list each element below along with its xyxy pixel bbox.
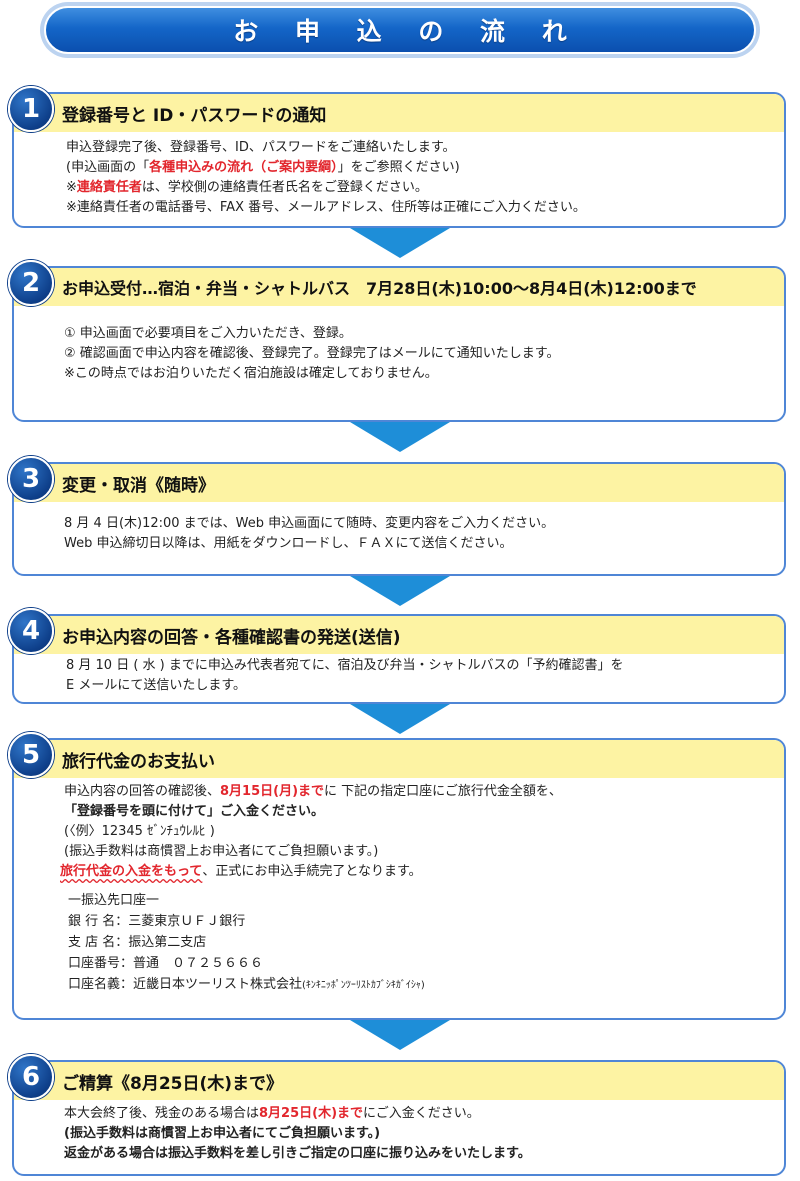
step-1-line-3: ※連絡責任者は、学校側の連絡責任者氏名をご登録ください。 [66,180,428,195]
account-branch: 支 店 名：振込第二支店 [68,935,207,950]
step-2-body: ① 申込画面で必要項目をご入力いただき、登録。 ② 確認画面で申込内容を確認後、… [14,306,784,384]
flow-arrow-2 [350,422,450,452]
step-number-4: 4 [8,608,54,654]
flow-arrow-3 [350,576,450,606]
step-5-body: 申込内容の回答の確認後、8月15日(月)までに 下記の指定口座にご旅行代金全額を… [14,778,784,996]
step-number-3: 3 [8,456,54,502]
step-3-line-1: 8 月 4 日(木)12:00 までは、Web 申込画面にて随時、変更内容をご入… [64,516,555,531]
step-4-line-2: E メールにて送信いたします。 [66,678,247,693]
title-banner-inner: お 申 込 の 流 れ [44,6,756,54]
step-5-line-1: 申込内容の回答の確認後、8月15日(月)までに 下記の指定口座にご旅行代金全額を… [64,784,562,799]
step-3-body: 8 月 4 日(木)12:00 までは、Web 申込画面にて随時、変更内容をご入… [14,502,784,554]
step-5-header: 旅行代金のお支払い [14,740,784,778]
step-5-box: 旅行代金のお支払い 申込内容の回答の確認後、8月15日(月)までに 下記の指定口… [12,738,786,1020]
step-4-body: 8 月 10 日 ( 水 ) までに申込み代表者宛てに、宿泊及び弁当・シャトルバ… [14,654,784,696]
step-1-box: 登録番号と ID・パスワードの通知 申込登録完了後、登録番号、ID、パスワードを… [12,92,786,228]
step-1-line-2: (申込画面の「各種申込みの流れ（ご案内要綱）」をご参照ください) [66,160,460,175]
step-1-header: 登録番号と ID・パスワードの通知 [14,94,784,132]
step-number-6: 6 [8,1054,54,1100]
step-4-box: お申込内容の回答・各種確認書の発送(送信) 8 月 10 日 ( 水 ) までに… [12,614,786,704]
step-1-line-4: ※連絡責任者の電話番号、FAX 番号、メールアドレス、住所等は正確にご入力くださ… [66,200,586,215]
step-2-line-1: ① 申込画面で必要項目をご入力いただき、登録。 [64,326,352,341]
flow-arrow-5 [350,1020,450,1050]
account-holder: 口座名義：近畿日本ツーリスト株式会社(ｷﾝｷﾆｯﾎﾟﾝﾂｰﾘｽﾄｶﾌﾞｼｷｶﾞｲ… [68,977,425,992]
step-6-line-1: 本大会終了後、残金のある場合は8月25日(木)までにご入金ください。 [64,1106,480,1121]
step-5-line-5: 旅行代金の入金をもって、正式にお申込手続完了となります。 [60,864,422,879]
account-title: 一振込先口座一 [68,893,160,908]
flow-arrow-1 [350,228,450,258]
step-3-line-2: Web 申込締切日以降は、用紙をダウンロードし、ＦＡＸにて送信ください。 [64,536,513,551]
step-5-line-3: (〈例〉12345 ｾﾞﾝﾁｭｳﾚﾙﾋ ) [64,824,215,839]
account-bank: 銀 行 名：三菱東京ＵＦＪ銀行 [68,914,246,929]
step-2-line-3: ※この時点ではお泊りいただく宿泊施設は確定しておりません。 [64,366,438,381]
step-2-line-2: ② 確認画面で申込内容を確認後、登録完了。登録完了はメールにて通知いたします。 [64,346,560,361]
step-5-line-2: 「登録番号を頭に付けて」ご入金ください。 [64,804,325,819]
step-6-line-2: (振込手数料は商慣習上お申込者にてご負担願います。) [64,1126,381,1141]
step-number-5: 5 [8,732,54,778]
page-title: お 申 込 の 流 れ [233,17,581,46]
step-1-line-1: 申込登録完了後、登録番号、ID、パスワードをご連絡いたします。 [66,140,456,155]
step-3-box: 変更・取消《随時》 8 月 4 日(木)12:00 までは、Web 申込画面にて… [12,462,786,576]
step-6-line-3: 返金がある場合は振込手数料を差し引きご指定の口座に振り込みをいたします。 [64,1146,531,1161]
bank-account-info: 一振込先口座一 銀 行 名：三菱東京ＵＦＪ銀行 支 店 名：振込第二支店 口座番… [68,890,784,996]
flow-arrow-4 [350,704,450,734]
step-6-header: ご精算《8月25日(木)まで》 [14,1062,784,1100]
step-1-body: 申込登録完了後、登録番号、ID、パスワードをご連絡いたします。 (申込画面の「各… [14,132,784,218]
step-number-1: 1 [8,86,54,132]
step-2-header: お申込受付…宿泊・弁当・シャトルバス 7月28日(木)10:00～8月4日(木)… [14,268,784,306]
title-banner: お 申 込 の 流 れ [40,2,760,58]
step-6-body: 本大会終了後、残金のある場合は8月25日(木)までにご入金ください。 (振込手数… [14,1100,784,1164]
step-4-header: お申込内容の回答・各種確認書の発送(送信) [14,616,784,654]
step-3-header: 変更・取消《随時》 [14,464,784,502]
step-6-box: ご精算《8月25日(木)まで》 本大会終了後、残金のある場合は8月25日(木)ま… [12,1060,786,1176]
step-2-box: お申込受付…宿泊・弁当・シャトルバス 7月28日(木)10:00～8月4日(木)… [12,266,786,422]
step-4-line-1: 8 月 10 日 ( 水 ) までに申込み代表者宛てに、宿泊及び弁当・シャトルバ… [66,658,624,673]
step-number-2: 2 [8,260,54,306]
account-number: 口座番号：普通 ０７２５６６６ [68,956,264,971]
step-5-line-4: (振込手数料は商慣習上お申込者にてご負担願います。) [64,844,379,859]
